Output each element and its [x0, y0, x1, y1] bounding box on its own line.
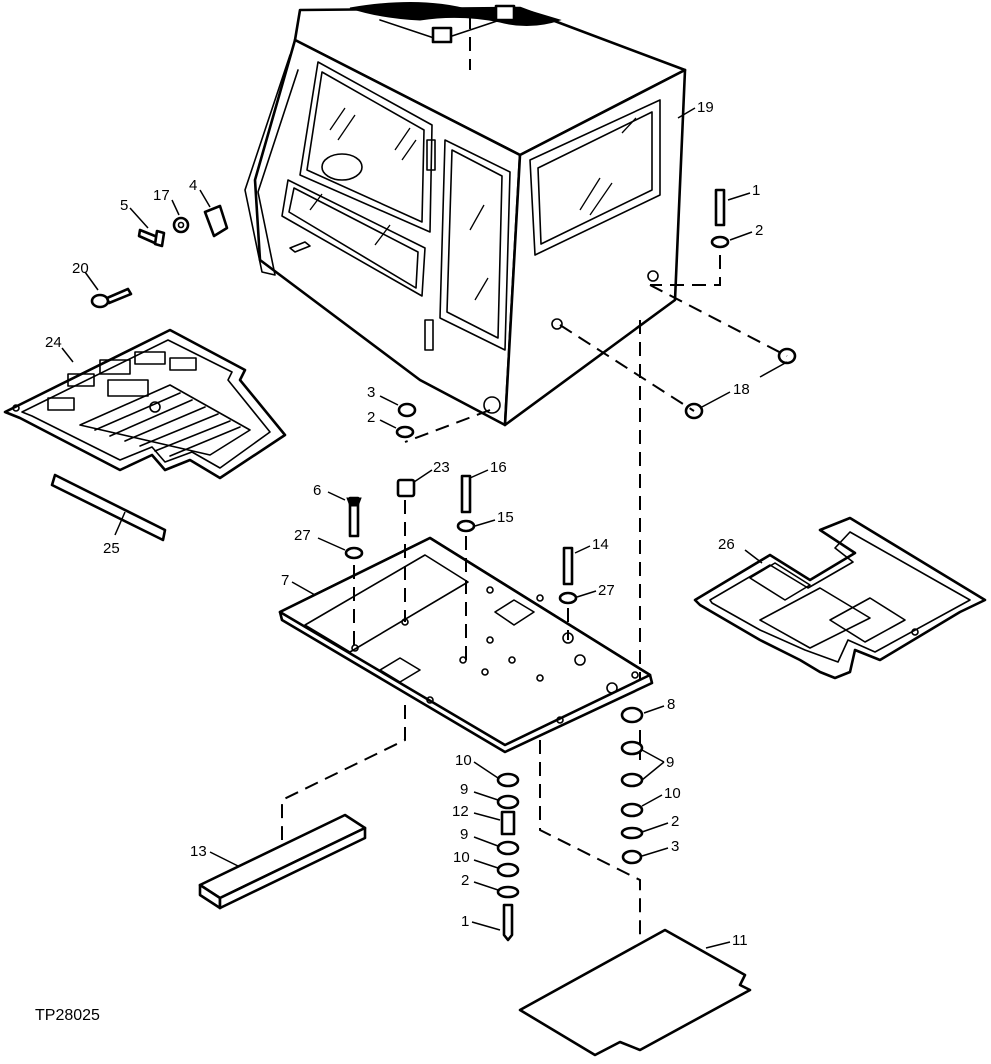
callout-8: 8 [667, 696, 675, 713]
callout-3: 3 [367, 384, 375, 401]
leader-lines [61, 107, 788, 949]
figure-id: TP28025 [35, 1007, 100, 1024]
callout-27: 27 [598, 582, 615, 599]
washer-27-left [344, 546, 364, 560]
bolt-16 [460, 474, 472, 514]
nut-3-top [397, 402, 417, 418]
callout-15: 15 [497, 509, 514, 526]
pad-13 [198, 813, 367, 910]
washer-2-top [395, 425, 415, 439]
callout-1: 1 [752, 182, 760, 199]
callout-13: 13 [190, 843, 207, 860]
washer-15 [456, 519, 476, 533]
callout-12: 12 [452, 803, 469, 820]
callout-7: 7 [281, 572, 289, 589]
floor-mat-26 [693, 516, 987, 680]
callout-1: 1 [461, 913, 469, 930]
key-20 [90, 287, 133, 309]
callout-10: 10 [455, 752, 472, 769]
isolator-stack-left [496, 772, 520, 942]
callout-2: 2 [461, 872, 469, 889]
callout-11: 11 [732, 932, 748, 949]
callout-18: 18 [733, 381, 750, 398]
cap-screw-5 [137, 228, 166, 248]
callout-9: 9 [666, 754, 674, 771]
callout-27: 27 [294, 527, 311, 544]
callout-24: 24 [45, 334, 62, 351]
bolt-1-top [714, 188, 726, 227]
callout-17: 17 [153, 187, 170, 204]
callout-14: 14 [592, 536, 609, 553]
washer-2-right [710, 235, 730, 249]
washer-27-right [558, 591, 578, 605]
callout-23: 23 [433, 459, 450, 476]
callout-3: 3 [671, 838, 679, 855]
mounting-plate-7 [278, 536, 654, 754]
callout-26: 26 [718, 536, 735, 553]
bolt-6 [346, 496, 362, 538]
pad-11 [518, 928, 752, 1057]
alignment-lines [281, 15, 788, 935]
callout-9: 9 [460, 781, 468, 798]
strip-25 [50, 473, 167, 542]
callout-2: 2 [671, 813, 679, 830]
callout-19: 19 [697, 99, 714, 116]
spacer-23 [396, 478, 416, 498]
callout-2: 2 [367, 409, 375, 426]
callout-16: 16 [490, 459, 507, 476]
cab-assembly [244, 2, 687, 427]
callout-10: 10 [453, 849, 470, 866]
callout-2: 2 [755, 222, 763, 239]
callout-5: 5 [120, 197, 128, 214]
isolator-stack-right [620, 706, 644, 865]
latch-4 [203, 204, 229, 238]
callout-6: 6 [313, 482, 321, 499]
callout-10: 10 [664, 785, 681, 802]
floor-mat-24 [3, 328, 287, 480]
callout-4: 4 [189, 177, 197, 194]
callout-labels: 19 1 2 18 5 17 4 20 24 3 2 25 23 16 6 15… [45, 99, 763, 949]
callout-25: 25 [103, 540, 120, 557]
callout-9: 9 [460, 826, 468, 843]
washer-17 [172, 216, 190, 234]
bolt-14 [562, 546, 574, 586]
callout-20: 20 [72, 260, 89, 277]
